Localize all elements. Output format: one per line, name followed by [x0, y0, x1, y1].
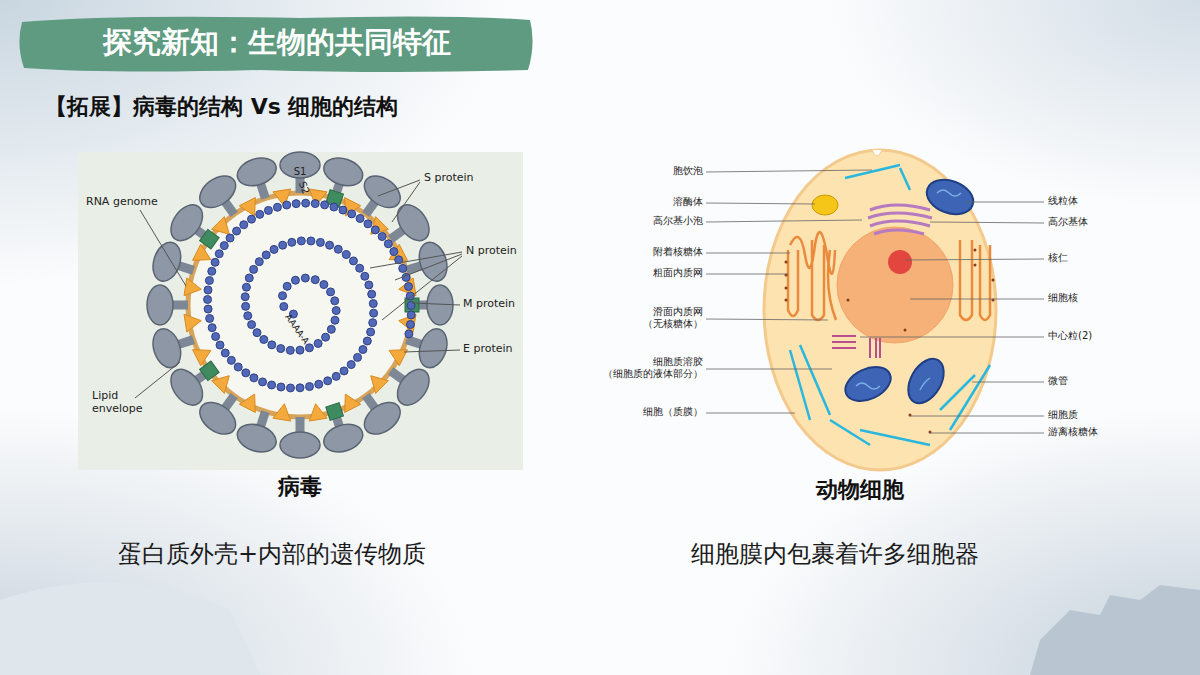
title-banner	[19, 16, 532, 72]
part-label: 滑面内质网 （无核糖体）	[593, 306, 703, 329]
part-label: 中心粒(2)	[1048, 330, 1092, 342]
cell-leader-lines	[706, 170, 1044, 433]
part-label: 细胞（质膜）	[643, 406, 703, 418]
part-label: S protein	[424, 172, 474, 185]
part-label: S1	[294, 166, 307, 178]
part-label: 细胞核	[1048, 292, 1078, 304]
figure-caption: 动物细胞	[816, 477, 904, 502]
part-label: 细胞质	[1048, 409, 1078, 421]
part-label: 胞饮泡	[673, 165, 703, 177]
part-label: 游离核糖体	[1048, 426, 1098, 438]
mist-decor	[0, 582, 260, 675]
virus-panel	[78, 152, 523, 470]
slide-title: 探究新知：生物的共同特征	[28, 26, 526, 59]
part-label: 微管	[1048, 375, 1068, 387]
part-label: 粗面内质网	[653, 267, 703, 279]
figure-caption: 病毒	[278, 474, 322, 499]
description-text: 蛋白质外壳+内部的遗传物质	[118, 541, 426, 569]
part-label: N protein	[466, 245, 517, 258]
leader-lines	[135, 180, 462, 398]
part-label: 附着核糖体	[653, 246, 703, 258]
wall-decor	[1030, 585, 1200, 675]
subtitle: 【拓展】病毒的结构 Vs 细胞的结构	[45, 94, 398, 119]
part-label: E protein	[463, 343, 513, 356]
part-label: 线粒体	[1048, 195, 1078, 207]
part-label: 细胞质溶胶 （细胞质的液体部分）	[573, 356, 703, 379]
part-label: 高尔基小泡	[653, 215, 703, 227]
part-label: 溶酶体	[673, 196, 703, 208]
description-text: 细胞膜内包裹着许多细胞器	[691, 541, 979, 569]
part-label: 高尔基体	[1048, 216, 1088, 228]
part-label: RNA genome	[86, 196, 158, 209]
part-label: Lipid envelope	[92, 390, 152, 415]
part-label: M protein	[463, 298, 515, 311]
virus-figure	[147, 152, 453, 458]
cell-figure	[764, 150, 996, 470]
part-label: 核仁	[1048, 252, 1068, 264]
